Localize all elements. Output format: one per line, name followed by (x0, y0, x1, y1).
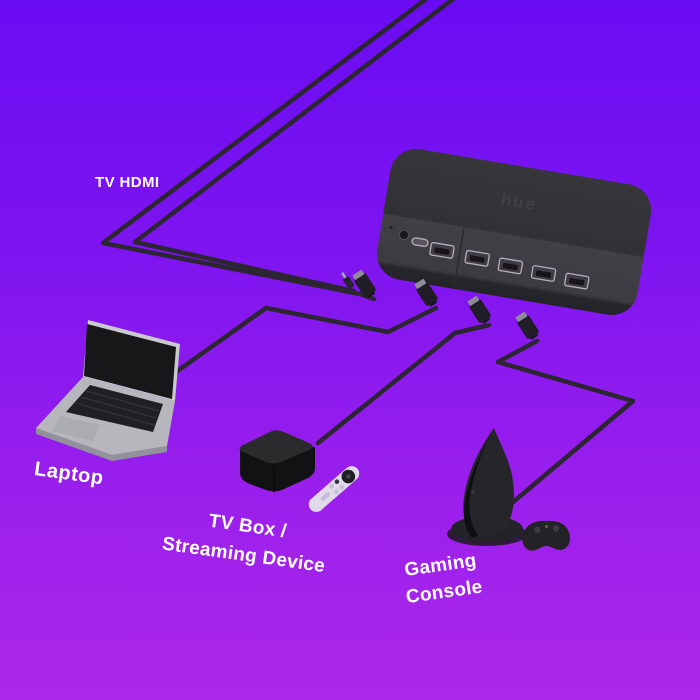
laptop-screen (84, 324, 176, 399)
hdmi-in-port-2 (497, 257, 524, 275)
laptop-trackpad (52, 416, 100, 441)
console-fin-front (464, 428, 494, 538)
console-fin (463, 428, 514, 538)
gamepad-stick-left (533, 526, 541, 534)
laptop-illustration (36, 320, 180, 461)
tv-box-top (239, 430, 313, 464)
hdmi-in-port-4 (564, 272, 590, 290)
power-port (399, 229, 410, 240)
remote-illustration (308, 466, 360, 512)
reset-pinhole (389, 226, 393, 230)
console-label: Gaming Console (397, 546, 488, 611)
sync-box: hue (372, 145, 656, 319)
console-cable (495, 338, 636, 506)
tv-box-hdmi-plug (467, 295, 491, 324)
console-hdmi-plug (515, 311, 539, 340)
hub-face-seam (453, 228, 465, 287)
tv-box-illustration (239, 430, 315, 492)
tv-hdmi-label: TV HDMI (95, 174, 160, 191)
laptop-cable (173, 305, 439, 375)
usb-c-port (411, 237, 429, 248)
console-button (471, 490, 475, 494)
remote-clickpad-center (346, 474, 351, 479)
remote-mic-button (334, 479, 340, 484)
hub-port-row (389, 226, 590, 290)
game-console-illustration (447, 428, 527, 546)
gamepad-home-button (544, 524, 549, 529)
laptop-front-edge (36, 428, 167, 461)
tv-box-cable (315, 322, 492, 446)
laptop-key-rows (74, 390, 160, 426)
hdmi-in-port-3 (530, 265, 557, 282)
hdmi-in-port-1 (464, 249, 490, 267)
laptop-hdmi-plug (414, 278, 438, 307)
tv-hdmi-cable (100, 0, 429, 302)
gamepad-stick-right (552, 525, 560, 532)
power-plug (341, 272, 354, 289)
hdmi-out-port (429, 242, 455, 259)
tv-hdmi-plug (352, 269, 376, 298)
power-cable (132, 0, 456, 294)
gamepad-illustration (522, 520, 571, 551)
